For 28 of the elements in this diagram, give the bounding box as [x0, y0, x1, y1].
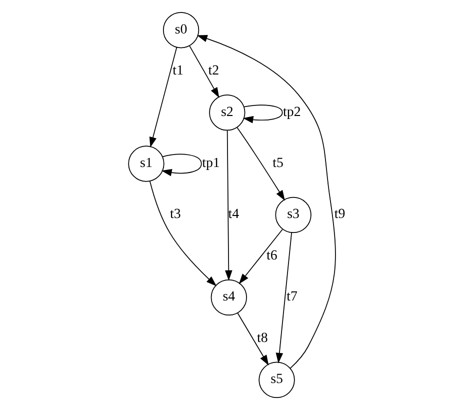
edge-label: t9 [334, 207, 346, 222]
arrow [161, 154, 202, 176]
edge-label: t7 [286, 290, 298, 305]
edge-label: t1 [172, 64, 184, 79]
arrow [238, 229, 283, 284]
node-circle: s1 [128, 146, 164, 182]
edge-label: t8 [256, 330, 268, 346]
arrow [276, 232, 292, 364]
edge-label: t3 [170, 207, 181, 222]
node-circle: s0 [162, 12, 200, 48]
arrow [189, 45, 220, 98]
edge-label: tp1 [202, 156, 220, 172]
edge-label: t2 [208, 64, 220, 79]
node-circle: s2 [209, 94, 246, 131]
arrow [237, 312, 269, 366]
arrow [149, 46, 178, 148]
arrow [242, 104, 283, 124]
edge-label: tp2 [283, 104, 301, 120]
edge-label: t4 [228, 207, 240, 222]
node-circle: s4 [210, 279, 247, 316]
arrow [236, 127, 285, 201]
arrow [225, 130, 232, 281]
node-circle: s3 [275, 196, 312, 234]
edge-label: t5 [272, 156, 284, 172]
arrow [150, 180, 217, 286]
node-circle: s5 [258, 362, 295, 398]
arrow [196, 35, 336, 369]
edge-label: t6 [266, 248, 278, 264]
